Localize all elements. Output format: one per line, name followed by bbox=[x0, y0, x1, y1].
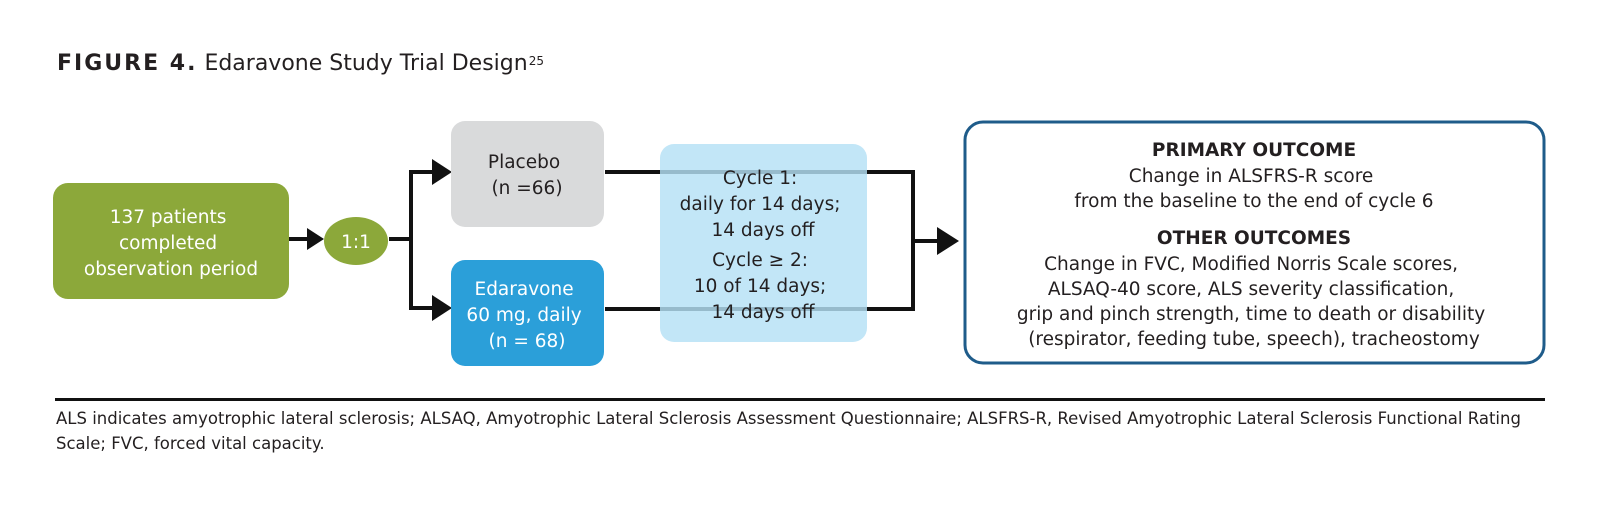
primary-outcome-line: from the baseline to the end of cycle 6 bbox=[1074, 191, 1433, 212]
cycle1-label: Cycle 1: daily for 14 days; 14 days off bbox=[680, 168, 847, 241]
figure-label: FIGURE 4. bbox=[57, 51, 198, 76]
cycles-box bbox=[660, 144, 867, 342]
edaravone-line: (n = 68) bbox=[489, 331, 566, 352]
outcomes-box bbox=[963, 120, 1546, 365]
placebo-line: Placebo bbox=[488, 152, 560, 173]
figure-title-text: Edaravone Study Trial Design bbox=[204, 51, 528, 76]
arrowheads bbox=[307, 159, 959, 321]
cycle2-line: 14 days off bbox=[711, 302, 815, 323]
patients-line: observation period bbox=[84, 259, 258, 280]
arrowhead-to-edaravone bbox=[432, 295, 452, 321]
arrowhead-to-placebo bbox=[432, 159, 452, 185]
edaravone-line: 60 mg, daily bbox=[466, 305, 581, 326]
footnote-divider bbox=[55, 398, 1545, 401]
patients-line: completed bbox=[119, 233, 217, 254]
edaravone-line: Edaravone bbox=[475, 279, 574, 300]
patients-box bbox=[53, 183, 289, 299]
other-outcomes-heading: OTHER OUTCOMES bbox=[1157, 228, 1351, 249]
other-outcome-line: Change in FVC, Modified Norris Scale sco… bbox=[1044, 254, 1458, 275]
patients-line: 137 patients bbox=[110, 207, 227, 228]
arrowhead-to-outcomes bbox=[937, 227, 959, 255]
cycle2-line: Cycle ≥ 2: bbox=[712, 250, 808, 271]
cycle1-line: 14 days off bbox=[711, 220, 815, 241]
cycle2-line: 10 of 14 days; bbox=[694, 276, 826, 297]
edaravone-label: Edaravone 60 mg, daily (n = 68) bbox=[466, 279, 587, 352]
placebo-box bbox=[451, 121, 604, 227]
placebo-line: (n =66) bbox=[491, 178, 562, 199]
other-outcome-line: ALSAQ-40 score, ALS severity classificat… bbox=[1048, 279, 1454, 300]
patients-label: 137 patients completed observation perio… bbox=[84, 207, 258, 280]
footnote: ALS indicates amyotrophic lateral sclero… bbox=[56, 409, 1521, 453]
other-outcome-line: (respirator, feeding tube, speech), trac… bbox=[1028, 329, 1480, 350]
cycle1-line: Cycle 1: bbox=[723, 168, 797, 189]
randomization-ratio-label: 1:1 bbox=[341, 232, 371, 253]
edaravone-box bbox=[451, 260, 604, 366]
other-outcomes-text: Change in FVC, Modified Norris Scale sco… bbox=[1017, 254, 1491, 350]
primary-outcome-text: Change in ALSFRS-R score from the baseli… bbox=[1074, 166, 1433, 212]
primary-outcome-heading: PRIMARY OUTCOME bbox=[1152, 140, 1356, 161]
cycle2-label: Cycle ≥ 2: 10 of 14 days; 14 days off bbox=[694, 250, 832, 323]
randomization-ratio-node bbox=[324, 217, 388, 265]
placebo-label: Placebo (n =66) bbox=[488, 152, 566, 199]
figure-title: FIGURE 4. Edaravone Study Trial Design25 bbox=[57, 50, 544, 78]
primary-outcome-line: Change in ALSFRS-R score bbox=[1129, 166, 1374, 187]
arrowhead-to-ratio bbox=[307, 228, 324, 250]
cycle1-line: daily for 14 days; bbox=[680, 194, 841, 215]
figure-reference: 25 bbox=[528, 54, 544, 68]
other-outcome-line: grip and pinch strength, time to death o… bbox=[1017, 304, 1485, 325]
